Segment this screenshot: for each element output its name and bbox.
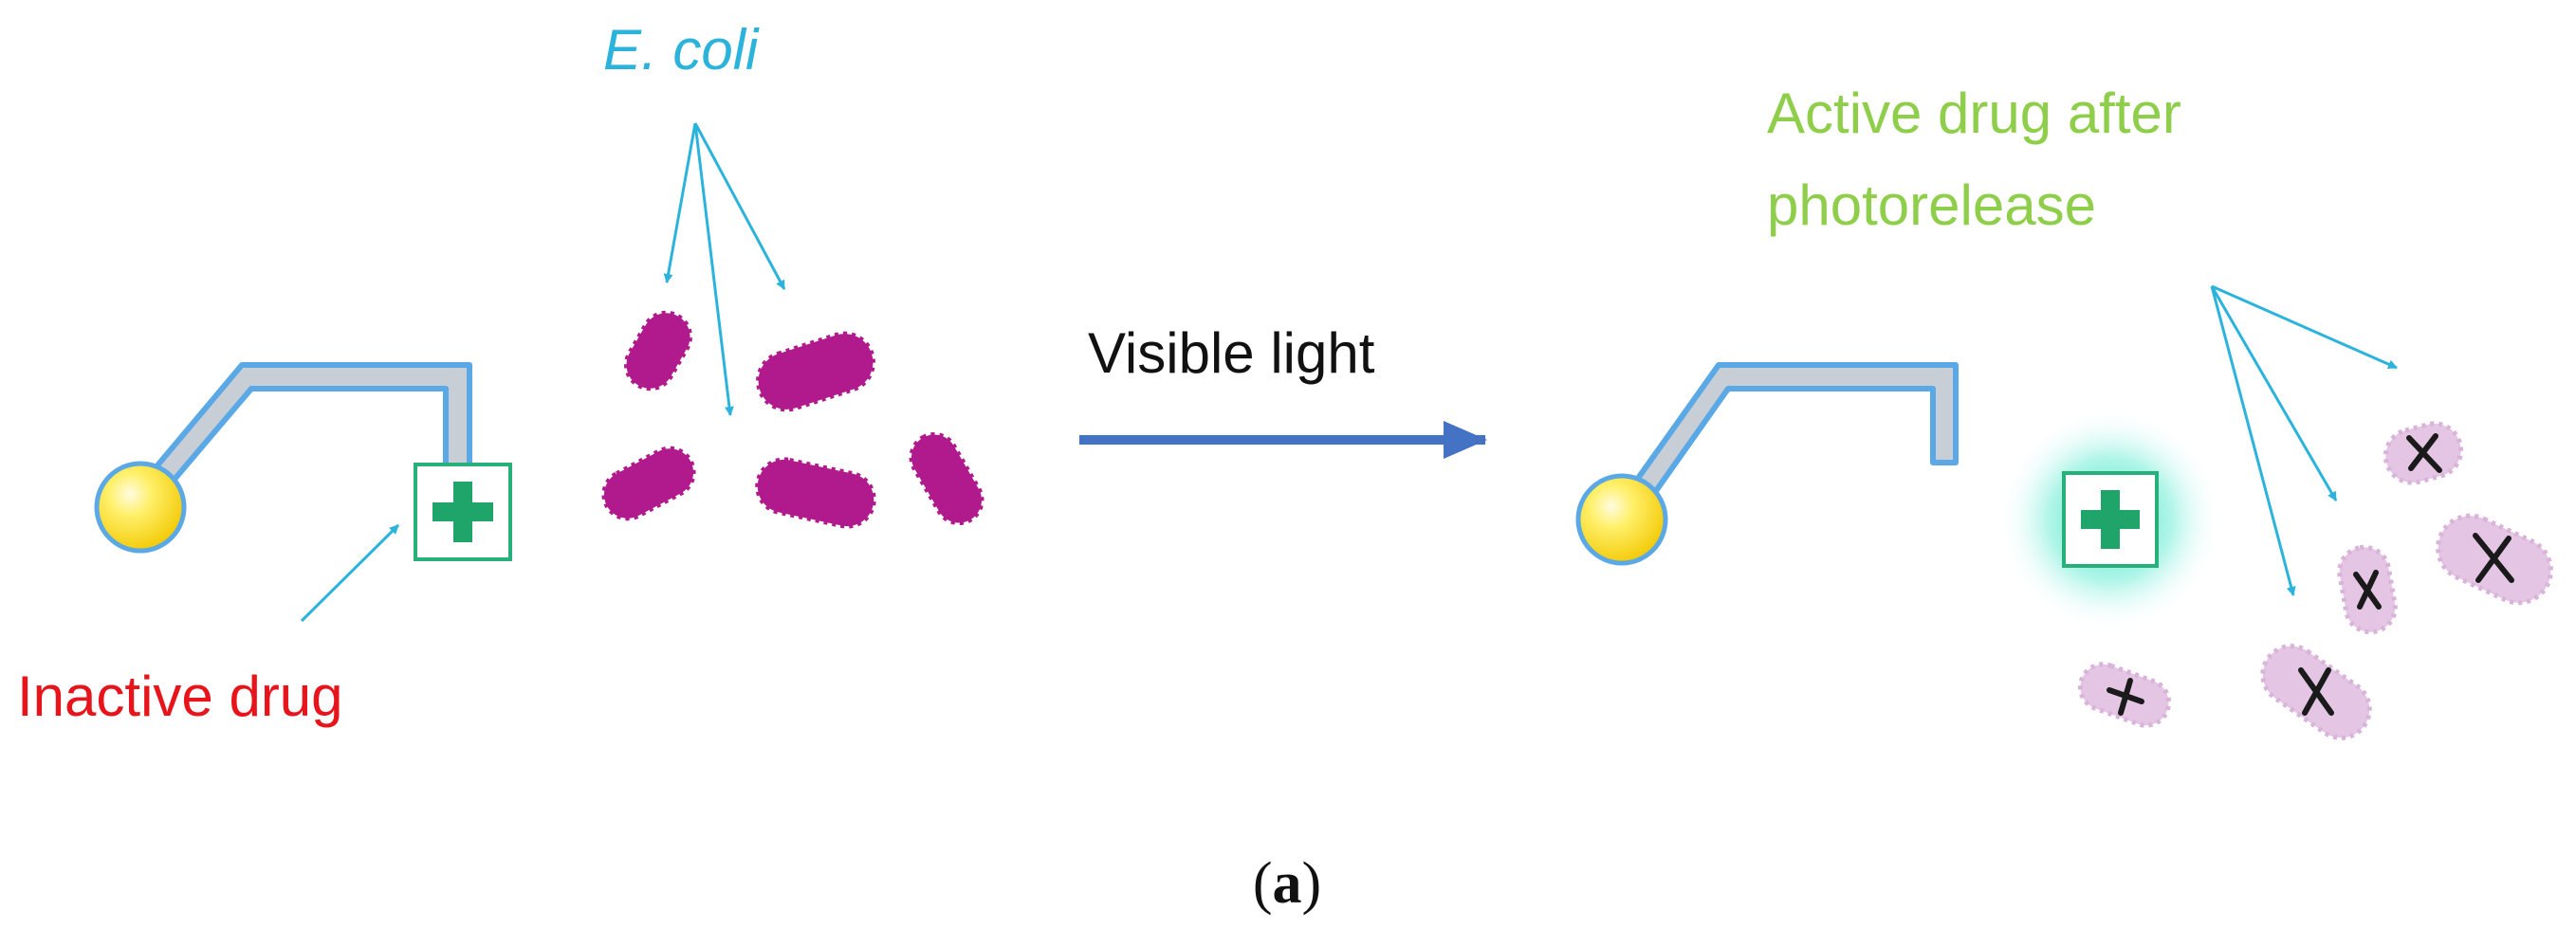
- inactive-drug-label: Inactive drug: [17, 665, 343, 728]
- active-drug-arrows: [2210, 284, 2398, 596]
- visible-light-label: Visible light: [1088, 321, 1375, 385]
- bacterium-icon: [624, 310, 692, 392]
- conjugate-right: [1575, 362, 1959, 566]
- figure-caption: (a): [1253, 851, 1321, 916]
- dead-bacterium-icon: [2260, 644, 2372, 740]
- ecoli-label: E. coli: [603, 18, 760, 82]
- dead-bacteria-group: [2077, 421, 2553, 740]
- bacterium-icon: [756, 331, 875, 412]
- nanoparticle-icon: [94, 461, 187, 554]
- ecoli-arrows: [663, 122, 786, 416]
- inactive-drug-icon: [414, 463, 512, 561]
- conjugate-left: [94, 362, 512, 561]
- dead-bacterium-icon: [2383, 421, 2464, 485]
- linker-right: [1625, 362, 1959, 507]
- dead-bacterium-icon: [2436, 513, 2553, 606]
- active-drug-label-line1: Active drug after: [1767, 82, 2181, 145]
- nanoparticle-icon: [1575, 473, 1668, 566]
- active-drug-icon: [1998, 408, 2222, 631]
- ecoli-group: [601, 310, 984, 529]
- inactive-drug-arrow: [300, 523, 400, 623]
- bacterium-icon: [755, 457, 876, 529]
- bacterium-icon: [909, 431, 984, 526]
- active-drug-label-line2: photorelease: [1767, 173, 2096, 237]
- dead-bacterium-icon: [2337, 544, 2398, 635]
- dead-bacterium-icon: [2077, 662, 2172, 728]
- bacterium-icon: [601, 446, 696, 521]
